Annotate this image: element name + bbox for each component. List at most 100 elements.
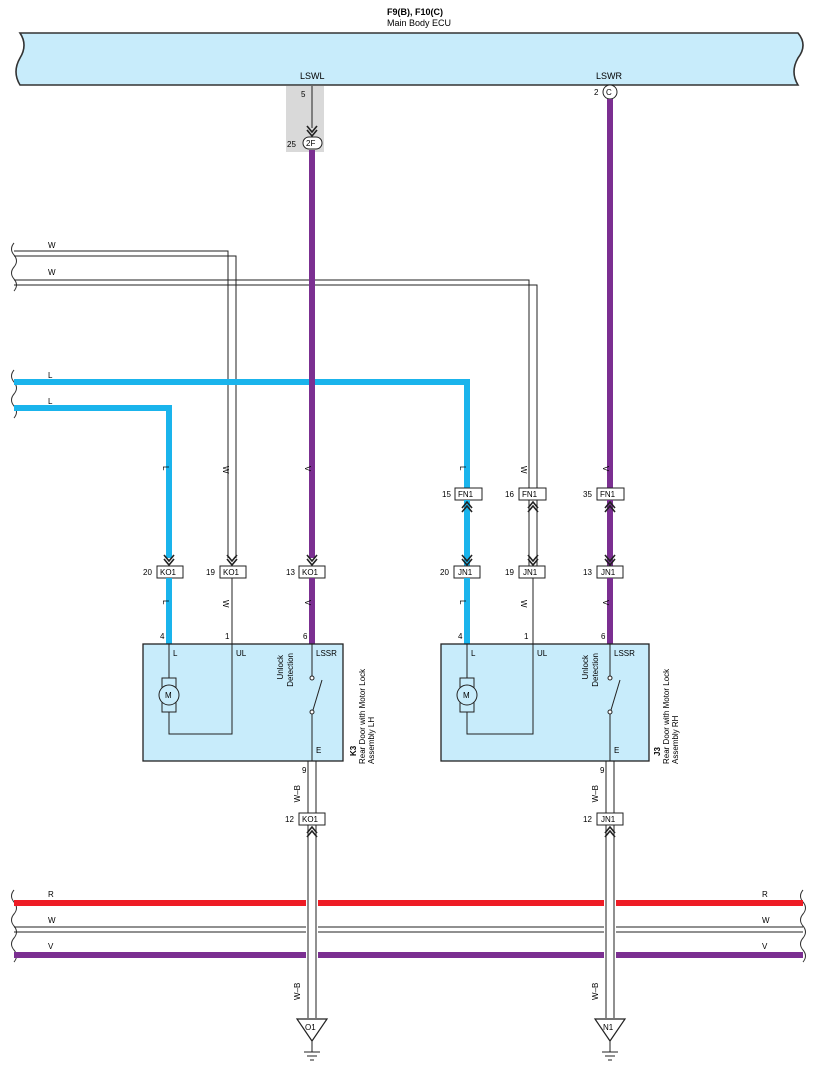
jn1-13-id: JN1	[601, 568, 616, 577]
ecu-pin-lswr-num: 2	[594, 88, 599, 97]
lh-name-line1: Rear Door with Motor Lock	[358, 668, 367, 764]
wire-label-w-mid-left: W	[221, 600, 230, 608]
ground-n1-label: N1	[603, 1023, 614, 1032]
left-break-marks	[11, 242, 806, 963]
ground-n1: N1	[593, 1018, 627, 1061]
ecu-pin-lswr: LSWR	[596, 71, 623, 81]
ko1-12-pin: 12	[285, 815, 294, 824]
wire-label-l-mid-left: L	[161, 600, 170, 605]
lh-lbl-ul: UL	[236, 649, 247, 658]
jn1-12-pin: 12	[583, 815, 592, 824]
jn1-19-pin: 19	[505, 568, 514, 577]
jn1-19-id: JN1	[523, 568, 538, 577]
lh-motor-label: M	[165, 691, 172, 700]
lower-connectors: 12 KO1 12 JN1	[285, 812, 624, 826]
ko1-12-box	[298, 812, 326, 826]
rh-name-line1: Rear Door with Motor Lock	[662, 668, 671, 764]
lh-pin-ul: 1	[225, 632, 230, 641]
wire-label-v-upper-right: V	[601, 466, 610, 472]
ko1-19-id: KO1	[223, 568, 240, 577]
rh-assembly: 4 1 6 L UL LSSR M Unlock Detection E J3 …	[440, 632, 680, 764]
jn1-20-id: JN1	[458, 568, 473, 577]
rh-lbl-lssr: LSSR	[614, 649, 635, 658]
wire-label-wb-right-lower: W–B	[591, 983, 600, 1000]
lh-lbl-lssr: LSSR	[316, 649, 337, 658]
junction-2f	[302, 136, 323, 150]
jn1-19-box	[518, 565, 546, 579]
rh-switch-line2: Detection	[591, 653, 600, 687]
rh-motor-label: M	[463, 691, 470, 700]
fn1-15-id: FN1	[458, 490, 474, 499]
w-wire-1-label: W	[48, 241, 56, 250]
rh-name-line2: Assembly RH	[671, 715, 680, 764]
main-body-ecu-block	[15, 32, 804, 86]
rh-lbl-ul: UL	[537, 649, 548, 658]
bottom-bus	[14, 900, 803, 958]
lh-switch-line1: Unlock	[276, 654, 285, 679]
lh-switch-icon	[312, 679, 323, 711]
ground-o1-label: O1	[305, 1023, 316, 1032]
lh-motor-icon	[158, 684, 180, 706]
ecu-pin-lswl: LSWL	[300, 71, 325, 81]
rh-pin-ul: 1	[524, 632, 529, 641]
jn1-13-pin: 13	[583, 568, 592, 577]
rh-assembly-box	[440, 643, 650, 762]
ko1-13-pin: 13	[286, 568, 295, 577]
ecu-title: F9(B), F10(C)	[387, 7, 443, 17]
wire-label-v-mid-left: V	[303, 600, 312, 606]
lh-pin-lssr: 6	[303, 632, 308, 641]
wire-label-l-upper-left: L	[161, 466, 170, 471]
jn1-20-pin: 20	[440, 568, 449, 577]
w-wire-1	[14, 250, 237, 558]
junction-2f-id: 2F	[306, 139, 315, 148]
bus-label-v-left: V	[48, 942, 54, 951]
ecu-subtitle: Main Body ECU	[387, 18, 451, 28]
wire-label-v-mid-right: V	[601, 600, 610, 606]
ko1-13-id: KO1	[302, 568, 319, 577]
wire-label-w-upper-left: W	[221, 466, 230, 474]
jn1-12-box	[596, 812, 624, 826]
rh-lbl-e: E	[614, 746, 619, 755]
wire-label-w-mid-right: W	[519, 600, 528, 608]
fn1-16-id: FN1	[522, 490, 538, 499]
ko1-20-id: KO1	[160, 568, 177, 577]
jn1-down-chevrons	[461, 554, 616, 567]
wire-label-w-upper-right: W	[519, 466, 528, 474]
lh-lbl-l: L	[173, 649, 178, 658]
ecu-pin-lswl-num: 5	[301, 90, 306, 99]
lh-pin-l: 4	[160, 632, 165, 641]
wire-label-wb-left-lower: W–B	[293, 983, 302, 1000]
bus-label-v-right: V	[762, 942, 768, 951]
fn1-row: 15 FN1 16 FN1 35 FN1	[442, 487, 625, 501]
fn1-15-pin: 15	[442, 490, 451, 499]
ko1-19-box	[219, 565, 247, 579]
bus-label-r-left: R	[48, 890, 54, 899]
fn1-16-box	[518, 487, 547, 501]
ground-o1: O1	[295, 1018, 329, 1061]
rh-pin-e: 9	[600, 766, 605, 775]
ko1-19-pin: 19	[206, 568, 215, 577]
l-wire-2	[14, 405, 172, 558]
lh-switch-line2: Detection	[286, 653, 295, 687]
junction-2f-pin: 25	[287, 140, 296, 149]
w-wire-2-label: W	[48, 268, 56, 277]
jn1-12-id: JN1	[601, 815, 616, 824]
bus-label-w-right: W	[762, 916, 770, 925]
lh-name-line2: Assembly LH	[367, 717, 376, 764]
bus-label-w-left: W	[48, 916, 56, 925]
w-wire-2	[14, 279, 538, 488]
rh-motor-icon	[456, 684, 478, 706]
ko1-jn1-row: 20 KO1 19 KO1 13 KO1 20 JN1 19 JN1 13 JN…	[143, 565, 624, 579]
fn1-35-id: FN1	[600, 490, 616, 499]
lh-lbl-e: E	[316, 746, 321, 755]
fn1-16-pin: 16	[505, 490, 514, 499]
wire-label-l-mid-right: L	[458, 600, 467, 605]
rh-switch-line1: Unlock	[581, 654, 590, 679]
ko1-down-chevrons	[163, 554, 318, 567]
rh-code: J3	[653, 747, 662, 756]
wire-label-wb-right-upper: W–B	[591, 785, 600, 802]
wire-label-v-upper-left: V	[303, 466, 312, 472]
wire-label-l-upper-right: L	[458, 466, 467, 471]
wb-wires	[307, 761, 615, 1018]
